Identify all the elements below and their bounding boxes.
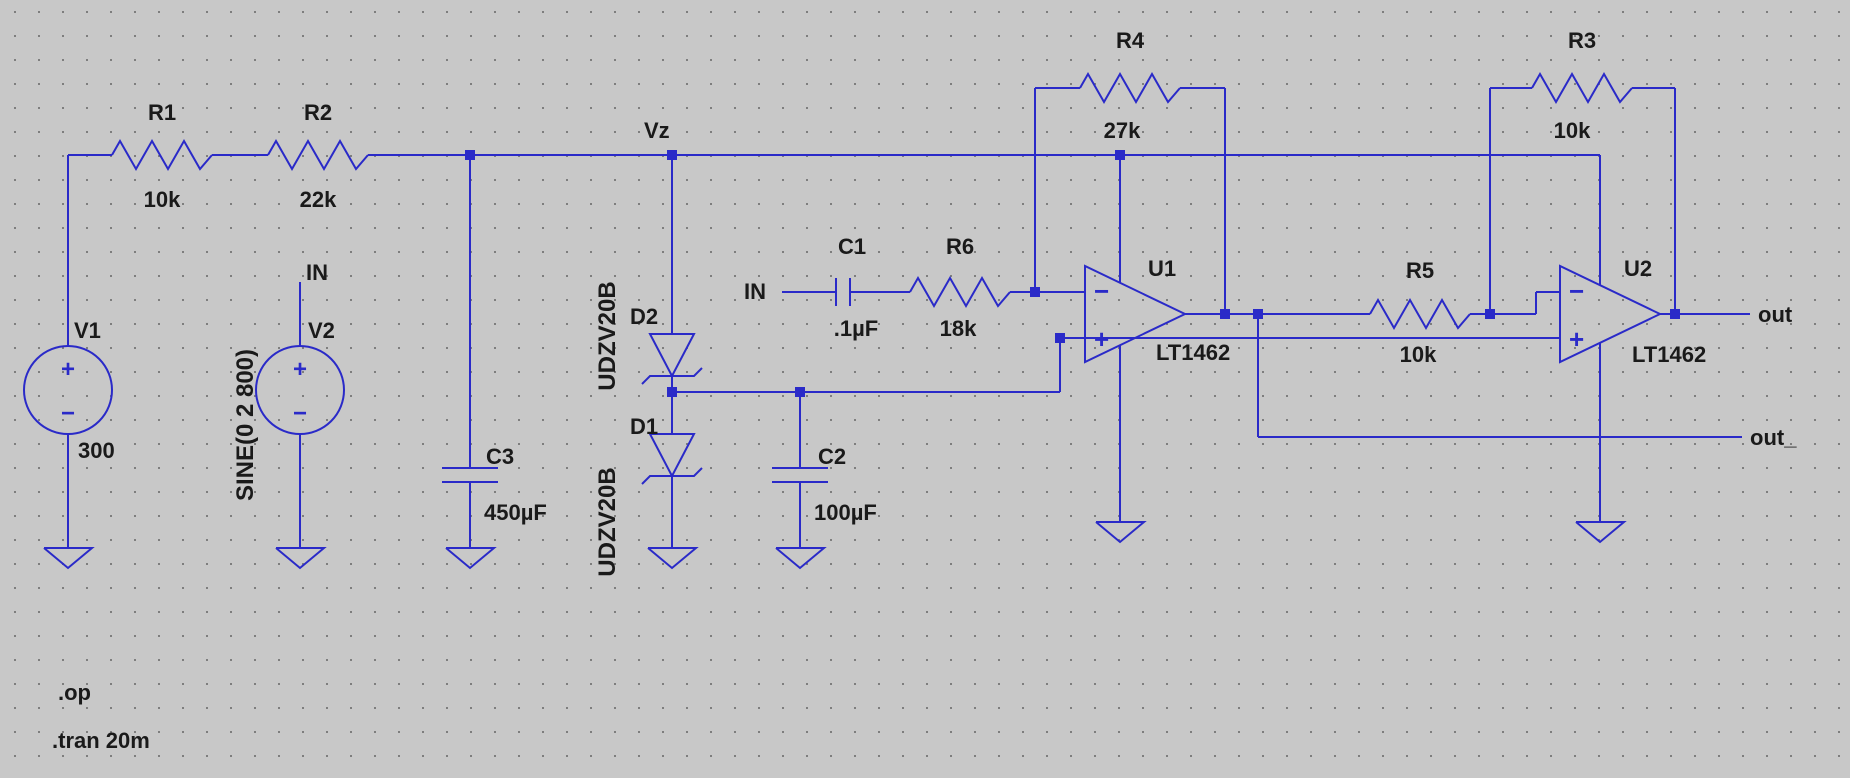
- capacitor-C3[interactable]: C3 450µF: [442, 444, 547, 525]
- opamp-U2-body[interactable]: [1559, 264, 1663, 364]
- diode-D2-value[interactable]: UDZV20B: [594, 281, 621, 390]
- resistor-R4-value[interactable]: 27k: [1104, 118, 1141, 143]
- opamp-U2[interactable]: − + U2 LT1462: [1559, 256, 1706, 367]
- capacitor-C2-name[interactable]: C2: [818, 444, 846, 469]
- resistor-R4-name[interactable]: R4: [1116, 28, 1145, 53]
- source-V1-name[interactable]: V1: [74, 318, 101, 343]
- net-label-in-input[interactable]: IN: [744, 279, 766, 304]
- net-label-in-source[interactable]: IN: [306, 260, 328, 285]
- opamp-U1-body[interactable]: [1084, 264, 1188, 364]
- resistor-R2-name[interactable]: R2: [304, 100, 332, 125]
- source-V1[interactable]: + − V1 300: [23, 318, 115, 463]
- diode-D2-name[interactable]: D2: [630, 304, 658, 329]
- resistor-R6-value[interactable]: 18k: [940, 316, 977, 341]
- source-V2-plus-mark: +: [293, 356, 307, 383]
- resistor-R3-name[interactable]: R3: [1568, 28, 1596, 53]
- source-V2-value[interactable]: SINE(0 2 800): [232, 349, 259, 501]
- diode-D1[interactable]: D1 UDZV20B: [594, 414, 703, 577]
- junction: [1055, 333, 1065, 343]
- source-V2-body[interactable]: [255, 345, 345, 435]
- junction: [667, 387, 677, 397]
- opamp-U1-minus-input: −: [1094, 276, 1109, 306]
- opamp-U1[interactable]: − + U1 LT1462: [1084, 256, 1230, 365]
- junction: [1030, 287, 1040, 297]
- junction: [1220, 309, 1230, 319]
- resistor-R3-value[interactable]: 10k: [1554, 118, 1591, 143]
- directive-tran[interactable]: .tran 20m: [52, 728, 150, 753]
- capacitor-C3-name[interactable]: C3: [486, 444, 514, 469]
- wires[interactable]: [67, 87, 1750, 548]
- net-label-outbar[interactable]: out_: [1750, 425, 1797, 450]
- junction: [1115, 150, 1125, 160]
- source-V1-body[interactable]: [23, 345, 113, 435]
- resistor-R1[interactable]: R1 10k: [111, 100, 213, 212]
- opamp-U2-name[interactable]: U2: [1624, 256, 1652, 281]
- junction: [465, 150, 475, 160]
- opamp-U2-plus-input: +: [1569, 324, 1584, 354]
- junction: [1253, 309, 1263, 319]
- capacitor-C3-value[interactable]: 450µF: [484, 500, 547, 525]
- net-label-vz[interactable]: Vz: [644, 118, 670, 143]
- resistor-R5-value[interactable]: 10k: [1400, 342, 1437, 367]
- capacitor-C1-name[interactable]: C1: [838, 234, 866, 259]
- opamp-U2-minus-input: −: [1569, 276, 1584, 306]
- source-V1-minus-mark: −: [61, 400, 75, 427]
- capacitor-C2[interactable]: C2 100µF: [772, 444, 877, 525]
- net-label-out[interactable]: out: [1758, 302, 1793, 327]
- resistor-R6[interactable]: R6 18k: [909, 234, 1011, 341]
- junction: [667, 150, 677, 160]
- opamp-U1-plus-input: +: [1094, 324, 1109, 354]
- source-V2-name[interactable]: V2: [308, 318, 335, 343]
- resistor-R2[interactable]: R2 22k: [267, 100, 369, 212]
- source-V2[interactable]: + − V2 SINE(0 2 800) IN: [232, 260, 345, 501]
- resistor-R6-name[interactable]: R6: [946, 234, 974, 259]
- junction: [1670, 309, 1680, 319]
- resistor-R1-value[interactable]: 10k: [144, 187, 181, 212]
- resistor-R3[interactable]: R3 10k: [1531, 28, 1633, 143]
- capacitor-C2-value[interactable]: 100µF: [814, 500, 877, 525]
- opamp-U1-name[interactable]: U1: [1148, 256, 1176, 281]
- source-V2-minus-mark: −: [293, 400, 307, 427]
- directive-op[interactable]: .op: [58, 680, 91, 705]
- diode-D1-name[interactable]: D1: [630, 414, 658, 439]
- resistor-R2-value[interactable]: 22k: [300, 187, 337, 212]
- resistor-R1-name[interactable]: R1: [148, 100, 176, 125]
- junction: [1485, 309, 1495, 319]
- resistor-R4[interactable]: R4 27k: [1079, 28, 1181, 143]
- diode-D1-value[interactable]: UDZV20B: [594, 467, 621, 576]
- source-V1-value[interactable]: 300: [78, 438, 115, 463]
- opamp-U1-value[interactable]: LT1462: [1156, 340, 1230, 365]
- resistor-R5-name[interactable]: R5: [1406, 258, 1434, 283]
- junction: [795, 387, 805, 397]
- junctions: [465, 150, 1680, 397]
- opamp-U2-value[interactable]: LT1462: [1632, 342, 1706, 367]
- diode-D2[interactable]: D2 UDZV20B: [594, 281, 703, 391]
- capacitor-C1-value[interactable]: .1µF: [834, 316, 878, 341]
- source-V1-plus-mark: +: [61, 356, 75, 383]
- resistor-R5[interactable]: R5 10k: [1369, 258, 1471, 367]
- capacitor-C1[interactable]: C1 .1µF: [834, 234, 878, 341]
